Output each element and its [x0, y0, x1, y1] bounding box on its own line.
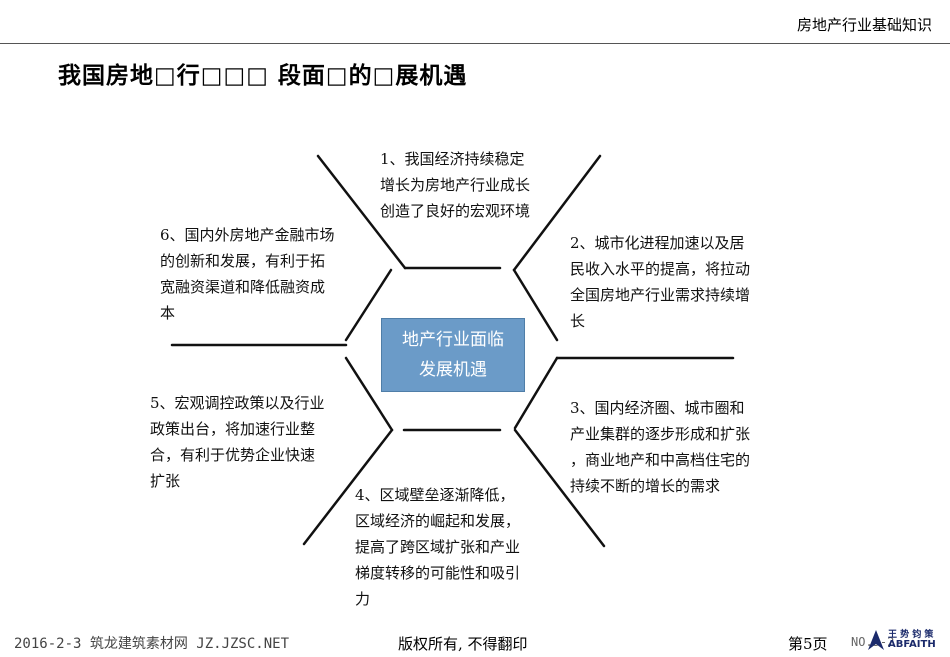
- point-2-line: 全国房地产行业需求持续增: [570, 286, 751, 304]
- opportunity-point-5: 5、宏观调控政策以及行业 政策出台，将加速行业整 合，有利于优势企业快速 扩张: [150, 390, 325, 494]
- spoke-top-right: [512, 154, 602, 272]
- opportunity-point-1: 1、我国经济持续稳定 增长为房地产行业成长 创造了良好的宏观环境: [380, 146, 530, 224]
- opportunity-point-3: 3、国内经济圈、城市圈和 产业集群的逐步形成和扩张 ，商业地产和中高档住宅的 持…: [570, 395, 750, 499]
- point-5-line: 合，有利于优势企业快速: [150, 446, 316, 464]
- hex-edge-upper-right: [512, 268, 559, 342]
- point-5-line: 政策出台，将加速行业整: [150, 420, 316, 438]
- point-6-line: 的创新和发展，有利于拓: [160, 252, 326, 270]
- hex-edge-upper-left: [344, 268, 393, 342]
- header-section-title: 房地产行业基础知识: [796, 16, 932, 34]
- point-4-line: 力: [355, 590, 371, 608]
- hex-edge-lower-right: [513, 356, 559, 430]
- point-5-line: 扩张: [150, 472, 181, 490]
- point-6-line: 6、国内外房地产金融市场: [160, 226, 335, 244]
- point-4-line: 梯度转移的可能性和吸引: [355, 564, 521, 582]
- point-3-line: 3、国内经济圈、城市圈和: [570, 399, 745, 417]
- footer-page-number: 第5页: [788, 635, 828, 653]
- footer-watermark: 2016-2-3 筑龙建筑素材网 JZ.JZSC.NET: [14, 636, 290, 652]
- point-4-line: 区域经济的崛起和发展，: [355, 512, 521, 530]
- point-3-line: 产业集群的逐步形成和扩张: [570, 425, 751, 443]
- point-6-line: 宽融资渠道和降低融资成: [160, 278, 326, 296]
- slide-title: 我国房地□行□□□ 段面□的□展机遇: [58, 63, 468, 89]
- logo-mark-icon: [868, 630, 884, 650]
- footer-copyright: 版权所有, 不得翻印: [398, 635, 528, 653]
- point-1-line: 1、我国经济持续稳定: [380, 150, 525, 168]
- point-3-line: 持续不断的增长的需求: [570, 477, 721, 495]
- spoke-bottom-right: [513, 428, 606, 548]
- hex-edge-lower-left: [344, 356, 394, 432]
- logo-chinese-text: 王 势 钧 策: [888, 630, 934, 640]
- logo-english-text: ABFAITH: [888, 639, 936, 650]
- point-3-line: ，商业地产和中高档住宅的: [570, 451, 751, 469]
- center-theme-box: 地产行业面临 发展机遇: [381, 318, 525, 392]
- point-4-line: 4、区域壁垒逐渐降低，: [355, 486, 515, 504]
- point-2-line: 长: [570, 312, 586, 330]
- point-1-line: 增长为房地产行业成长: [380, 176, 531, 194]
- opportunity-point-4: 4、区域壁垒逐渐降低， 区域经济的崛起和发展， 提高了跨区域扩张和产业 梯度转移…: [355, 482, 520, 612]
- spoke-bottom-left: [302, 428, 394, 546]
- company-logo: 王 势 钧 策 ABFAITH: [866, 627, 944, 653]
- point-1-line: 创造了良好的宏观环境: [380, 202, 531, 220]
- center-theme-line1: 地产行业面临: [402, 330, 504, 350]
- opportunity-point-2: 2、城市化进程加速以及居 民收入水平的提高，将拉动 全国房地产行业需求持续增 长: [570, 230, 750, 334]
- point-6-line: 本: [160, 304, 176, 322]
- point-5-line: 5、宏观调控政策以及行业: [150, 394, 325, 412]
- header-divider: [0, 43, 950, 44]
- spoke-top-left: [316, 154, 407, 270]
- center-theme-line2: 发展机遇: [419, 360, 487, 380]
- point-2-line: 民收入水平的提高，将拉动: [570, 260, 751, 278]
- point-4-line: 提高了跨区域扩张和产业: [355, 538, 521, 556]
- point-2-line: 2、城市化进程加速以及居: [570, 234, 745, 252]
- opportunity-point-6: 6、国内外房地产金融市场 的创新和发展，有利于拓 宽融资渠道和降低融资成 本: [160, 222, 335, 326]
